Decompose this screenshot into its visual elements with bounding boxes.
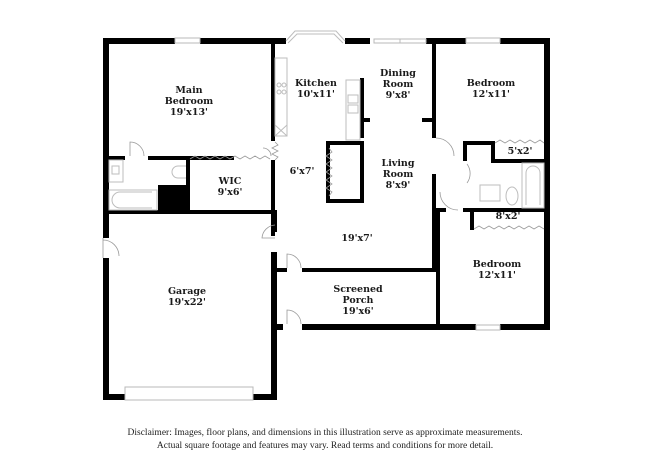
doors (102, 137, 471, 325)
room-dimensions: 19'x7' (341, 233, 373, 244)
interior-walls (103, 38, 546, 328)
room-name: Porch (342, 295, 374, 306)
room-dimensions: 12'x11' (478, 270, 516, 281)
room-name: Room (382, 79, 414, 90)
room-label-closet-bottom: 8'x2' (496, 211, 521, 222)
room-name: Bedroom (472, 259, 522, 270)
room-name: Main (175, 85, 203, 96)
windows (124, 30, 501, 401)
room-label-dining-room: Dining Room 9'x8' (380, 68, 416, 101)
room-name: Room (382, 169, 414, 180)
disclaimer-line-1: Disclaimer: Images, floor plans, and dim… (127, 428, 523, 438)
room-name: Screened (333, 284, 383, 295)
room-dimensions: 8'x9' (385, 180, 411, 191)
room-label-garage: Garage 19'x22' (168, 286, 206, 308)
room-label-main-bedroom: Main Bedroom 19'x13' (165, 85, 213, 118)
room-name: Living (381, 158, 415, 169)
room-name: Kitchen (295, 78, 337, 89)
room-dimensions: 19'x22' (168, 297, 206, 308)
room-name: Bedroom (164, 96, 214, 107)
disclaimer: Disclaimer: Images, floor plans, and dim… (0, 427, 650, 453)
room-dimensions: 19'x6' (342, 306, 374, 317)
disclaimer-line-2: Actual square footage and features may v… (156, 441, 494, 451)
room-name: Dining (380, 68, 416, 79)
room-label-family-area: 19'x7' (341, 233, 372, 244)
fixtures (108, 57, 545, 230)
room-dimensions: 9'x8' (385, 90, 411, 101)
room-name: Bedroom (466, 78, 516, 89)
room-name: WIC (218, 176, 242, 187)
room-dimensions: 12'x11' (472, 89, 510, 100)
room-dimensions: 10'x11' (297, 89, 335, 100)
room-label-bedroom-bottom: Bedroom 12'x11' (473, 259, 521, 281)
room-dimensions: 8'x2' (495, 211, 521, 222)
room-dimensions: 5'x2' (507, 146, 533, 157)
exterior-walls (103, 38, 550, 400)
room-label-closet-top: 5'x2' (508, 146, 533, 157)
room-dimensions: 6'x7' (289, 166, 315, 177)
room-label-kitchen: Kitchen 10'x11' (295, 78, 337, 100)
room-name: Garage (167, 286, 207, 297)
room-label-screened-porch: Screened Porch 19'x6' (333, 284, 382, 317)
room-label-hall: 6'x7' (290, 166, 315, 177)
room-label-bedroom-top: Bedroom 12'x11' (467, 78, 515, 100)
room-dimensions: 9'x6' (217, 187, 243, 198)
room-dimensions: 19'x13' (170, 107, 208, 118)
room-label-wic: WIC 9'x6' (218, 176, 243, 198)
room-label-living-room: Living Room 8'x9' (382, 158, 415, 191)
